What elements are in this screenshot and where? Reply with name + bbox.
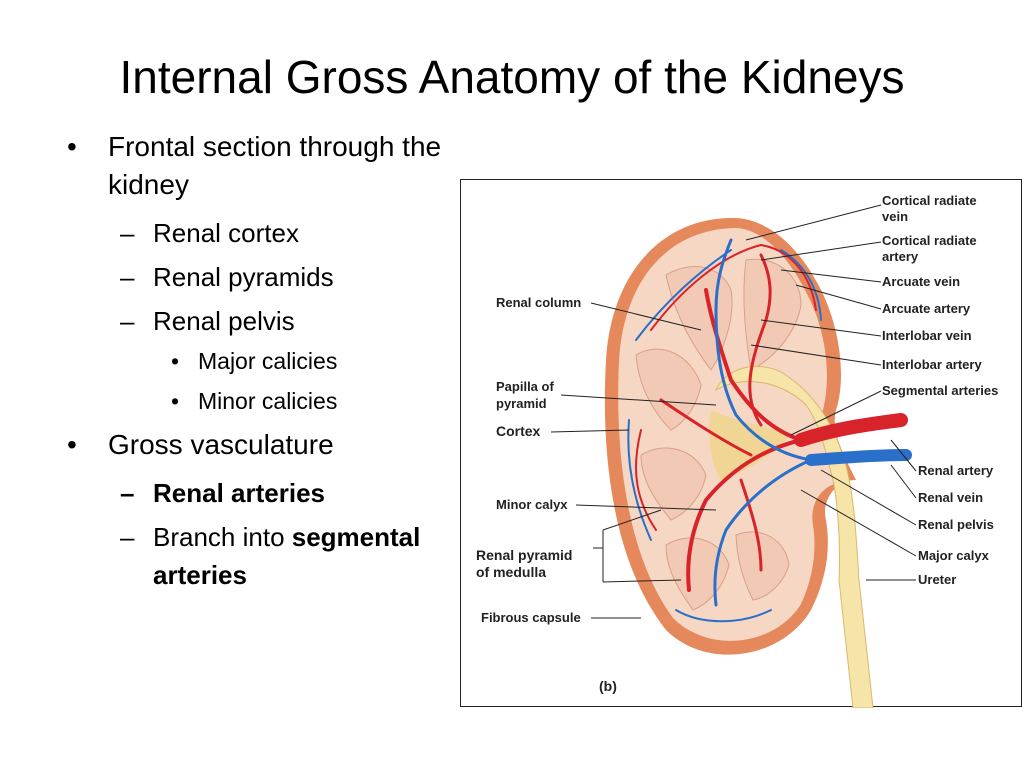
branch-into-text: Branch into — [153, 522, 292, 552]
label-arcuate-artery: Arcuate artery — [882, 301, 971, 316]
bullet-renal-cortex: Renal cortex — [65, 214, 465, 252]
panel-label: (b) — [599, 678, 617, 694]
bullet-branch-into: Branch into segmental arteries — [65, 518, 465, 594]
label-renal-pyramid-2: of medulla — [476, 564, 546, 580]
label-ureter: Ureter — [918, 572, 956, 587]
label-renal-pyramid-1: Renal pyramid — [476, 547, 572, 563]
bullet-renal-arteries: Renal arteries — [65, 474, 465, 512]
label-cortical-radiate-artery-1: Cortical radiate — [882, 233, 977, 248]
label-papilla-1: Papilla of — [496, 379, 554, 394]
bullet-frontal-section: Frontal section through the kidney — [65, 128, 465, 204]
kidney-figure: Cortical radiate vein Cortical radiate a… — [460, 179, 1022, 708]
label-minor-calyx: Minor calyx — [496, 497, 568, 512]
label-fibrous-capsule: Fibrous capsule — [481, 610, 581, 625]
label-major-calyx: Major calyx — [918, 548, 990, 563]
bullet-major-calicies: Major calicies — [65, 346, 465, 376]
label-segmental-arteries: Segmental arteries — [882, 383, 998, 398]
bullet-renal-pelvis: Renal pelvis — [65, 302, 465, 340]
bullet-renal-pyramids: Renal pyramids — [65, 258, 465, 296]
label-interlobar-vein: Interlobar vein — [882, 328, 972, 343]
segmental-arteries-text: segmental arteries — [153, 522, 421, 590]
label-arcuate-vein: Arcuate vein — [882, 274, 960, 289]
label-renal-artery: Renal artery — [918, 463, 994, 478]
arteries — [635, 243, 908, 592]
calyces-shape — [709, 410, 791, 480]
slide-title: Internal Gross Anatomy of the Kidneys — [119, 51, 905, 103]
label-cortical-radiate-vein-2: vein — [882, 209, 908, 224]
label-papilla-2: pyramid — [496, 396, 547, 411]
label-renal-vein: Renal vein — [918, 490, 983, 505]
label-renal-pelvis: Renal pelvis — [918, 517, 994, 532]
bullet-gross-vasculature: Gross vasculature — [65, 426, 465, 464]
bullet-list: Frontal section through the kidney Renal… — [65, 128, 465, 600]
label-cortex: Cortex — [496, 423, 541, 439]
renal-pelvis-shape — [714, 365, 874, 708]
label-renal-column: Renal column — [496, 295, 581, 310]
label-cortical-radiate-artery-2: artery — [882, 249, 919, 264]
label-cortical-radiate-vein-1: Cortical radiate — [882, 193, 977, 208]
label-interlobar-artery: Interlobar artery — [882, 357, 982, 372]
veins — [627, 238, 912, 623]
kidney-diagram: Cortical radiate vein Cortical radiate a… — [476, 193, 998, 708]
bullet-minor-calicies: Minor calicies — [65, 386, 465, 416]
leader-lines — [550, 204, 917, 619]
